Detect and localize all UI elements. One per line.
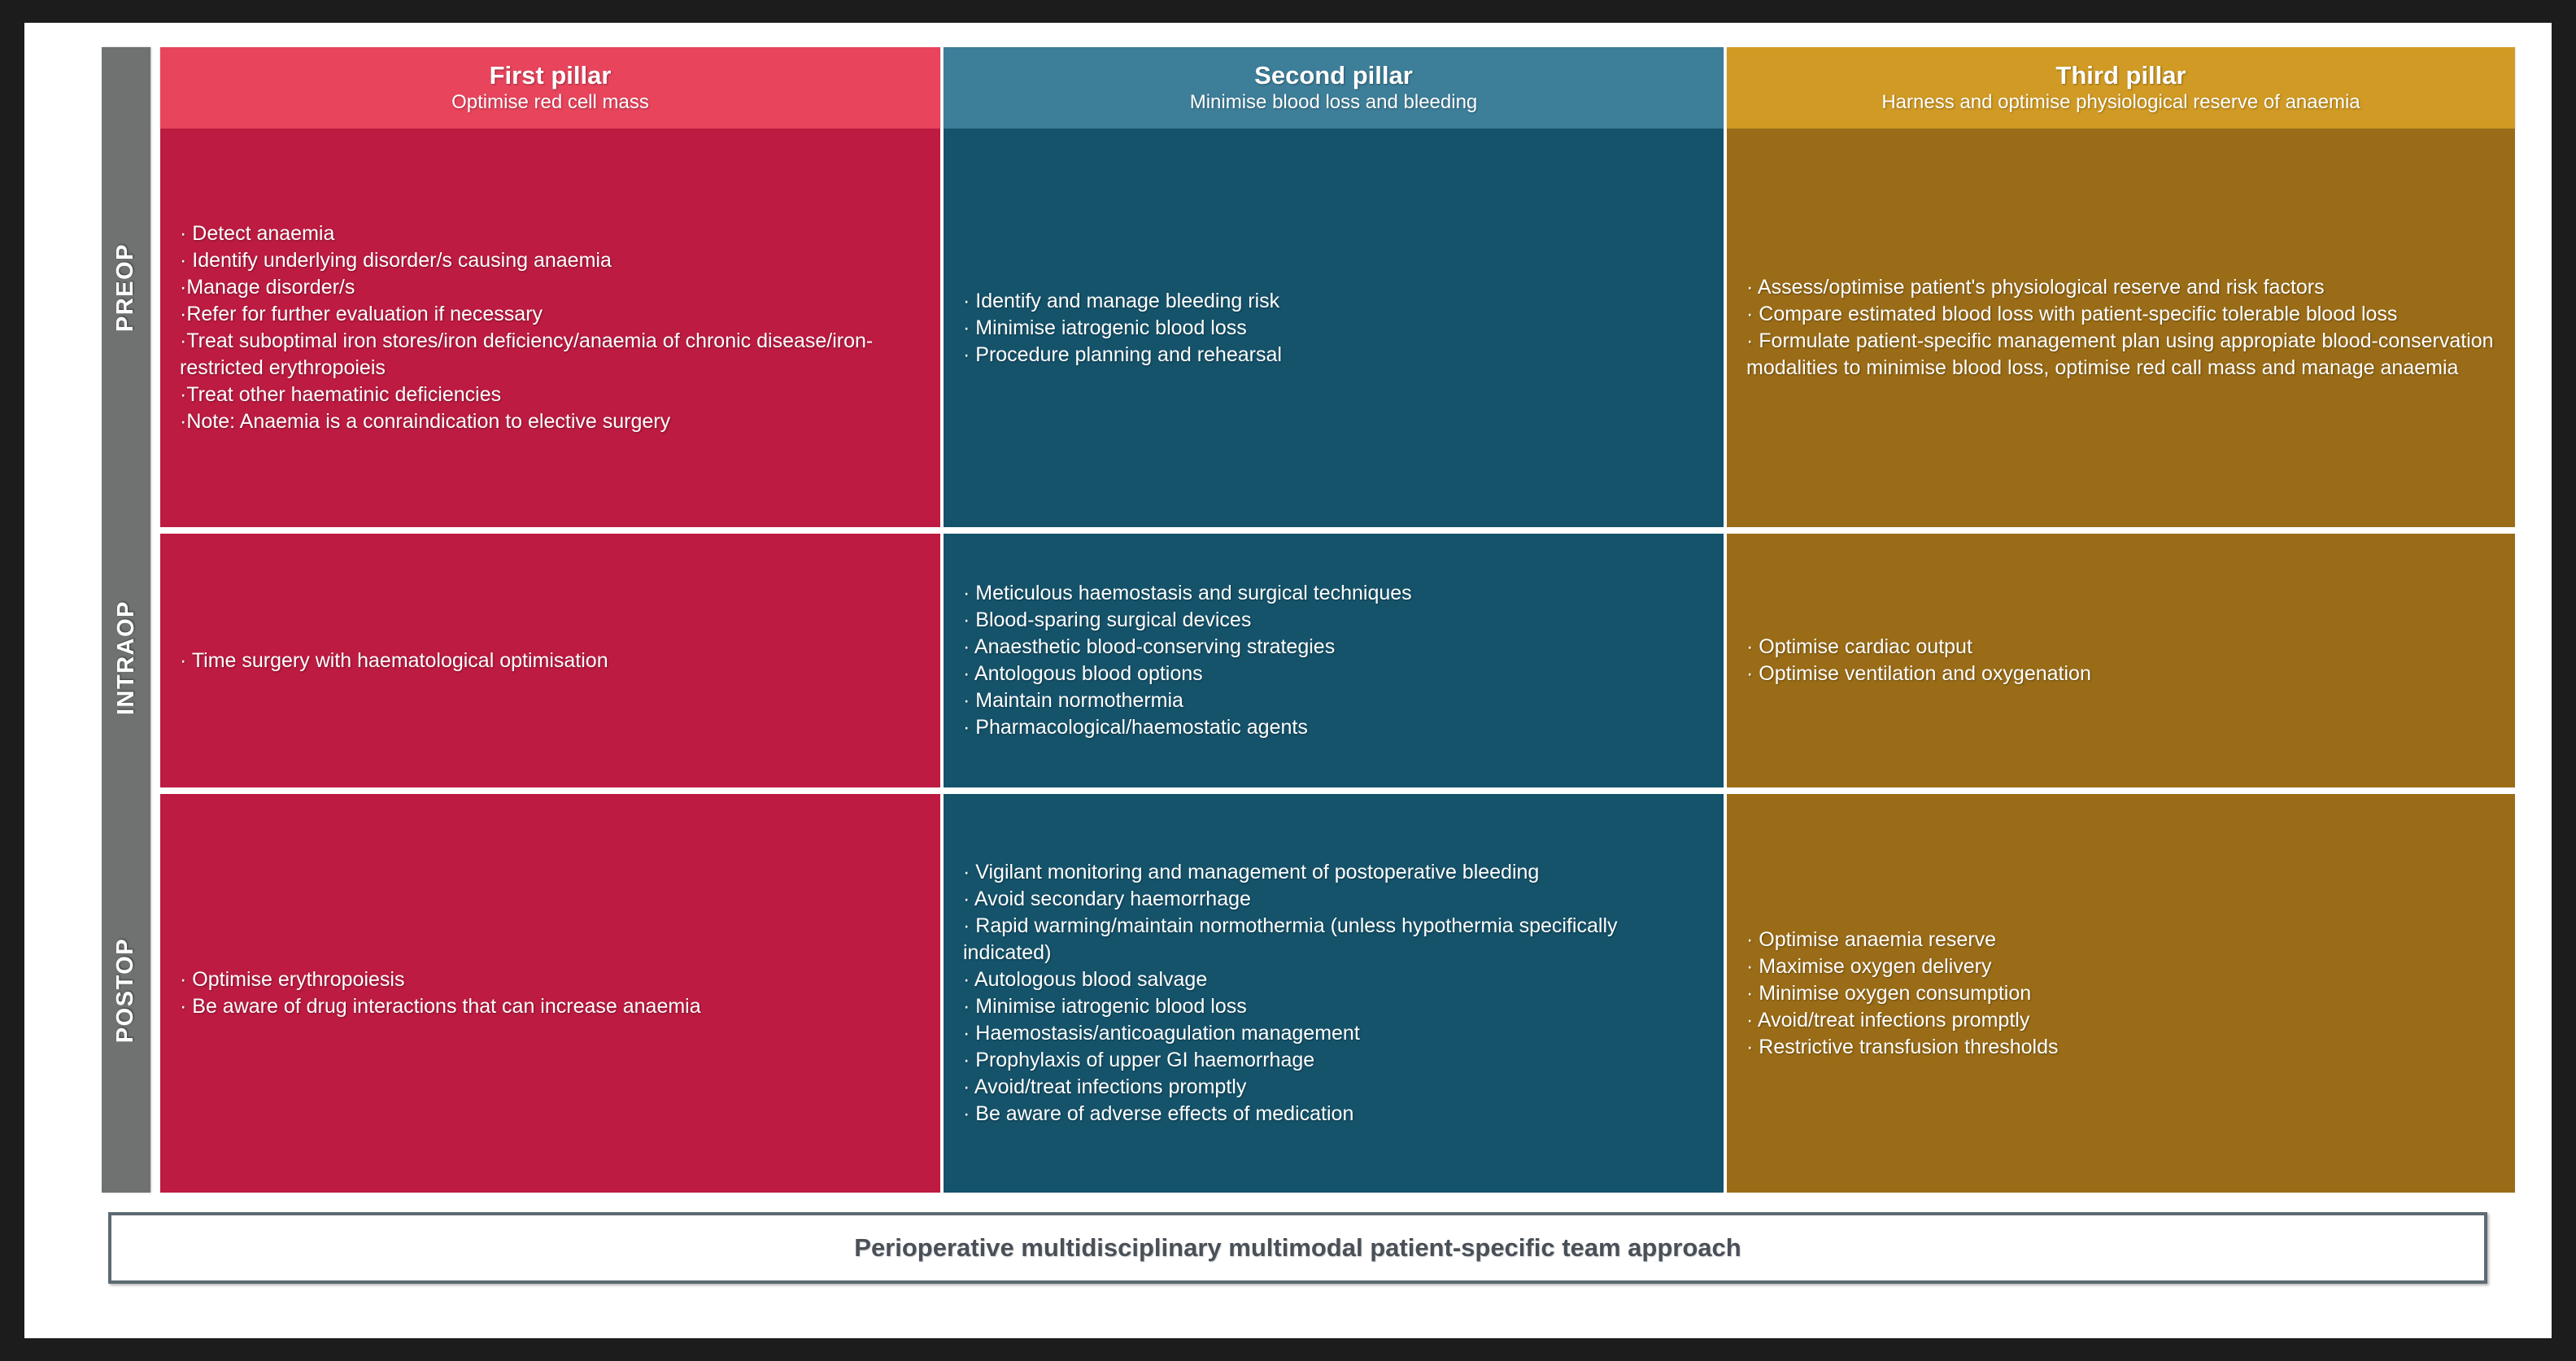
list-item: · Avoid/treat infections promptly [1746,1008,2030,1032]
list-second-intraop: · Meticulous haemostasis and surgical te… [963,580,1704,741]
list-item: · Optimise anaemia reserve [1746,927,1997,951]
cell-second-intraop: · Meticulous haemostasis and surgical te… [944,534,1724,787]
list-item: · Anaesthetic blood-conserving strategie… [963,635,1336,658]
list-item: · Be aware of drug interactions that can… [180,995,701,1018]
list-item: · Be aware of adverse effects of medicat… [963,1102,1354,1125]
pillar-column-third: Third pillar Harness and optimise physio… [1727,47,2515,1193]
row-separator-preop-intraop [944,527,1724,534]
phase-label-preop-text: PREOP [112,242,139,332]
phase-label-intraop: INTRAOP [102,527,150,787]
list-item: ·Manage disorder/s [180,276,355,299]
list-item: · Assess/optimise patient's physiologica… [1746,276,2325,299]
list-item: ·Treat other haematinic deficiencies [180,383,502,406]
list-item: · Prophylaxis of upper GI haemorrhage [963,1049,1315,1071]
list-item: · Time surgery with haematological optim… [180,648,608,672]
list-item: · Maintain normothermia [963,689,1183,712]
pillar-header-third: Third pillar Harness and optimise physio… [1727,47,2515,129]
cell-third-preop: · Assess/optimise patient's physiologica… [1727,129,2515,527]
list-item: · Maximise oxygen delivery [1746,954,1992,978]
list-item: · Rapid warming/maintain normothermia (u… [963,914,1618,964]
list-first-intraop: · Time surgery with haematological optim… [180,648,921,674]
list-first-preop: · Detect anaemia · Identify underlying d… [180,220,921,435]
row-separator-intraop-postop [1727,787,2515,794]
list-item: · Minimise iatrogenic blood loss [963,316,1247,339]
pillar-columns: First pillar Optimise red cell mass · De… [160,47,2515,1193]
list-item: · Optimise ventilation and oxygenation [1746,662,2091,685]
pillar-column-second: Second pillar Minimise blood loss and bl… [944,47,1724,1193]
phase-label-intraop-text: INTRAOP [112,600,139,715]
pillar-subtitle-first: Optimise red cell mass [451,91,649,114]
list-item: ·Treat suboptimal iron stores/iron defic… [180,329,874,379]
list-item: · Formulate patient-specific management … [1746,329,2494,379]
cell-second-preop: · Identify and manage bleeding risk · Mi… [944,129,1724,527]
team-approach-banner: Perioperative multidisciplinary multimod… [108,1212,2487,1284]
phase-label-preop: PREOP [102,47,150,527]
list-item: · Identify and manage bleeding risk [963,289,1280,312]
list-item: ·Note: Anaemia is a conraindication to e… [180,410,671,433]
list-item: · Optimise cardiac output [1746,635,1972,658]
pillar-header-first: First pillar Optimise red cell mass [160,47,940,129]
list-third-intraop: · Optimise cardiac output · Optimise ven… [1746,634,2495,687]
list-item: · Minimise oxygen consumption [1746,981,2032,1005]
pillar-title-first: First pillar [489,60,612,89]
row-separator-preop-intraop [1727,527,2515,534]
list-second-postop: · Vigilant monitoring and management of … [963,859,1704,1128]
list-item: · Procedure planning and rehearsal [963,342,1282,366]
cell-first-preop: · Detect anaemia · Identify underlying d… [160,129,940,527]
list-item: ·Refer for further evaluation if necessa… [180,303,543,325]
list-item: · Haemostasis/anticoagulation management [963,1022,1360,1045]
list-item: · Pharmacological/haemostatic agents [963,716,1308,739]
pillar-header-second: Second pillar Minimise blood loss and bl… [944,47,1724,129]
pillar-column-first: First pillar Optimise red cell mass · De… [160,47,940,1193]
cell-first-postop: · Optimise erythropoiesis · Be aware of … [160,794,940,1193]
row-separator-intraop-postop [160,787,940,794]
list-third-preop: · Assess/optimise patient's physiologica… [1746,274,2495,382]
page-canvas: PREOP INTRAOP POSTOP First pillar Optimi… [24,23,2552,1338]
list-item: · Optimise erythropoiesis [180,968,405,991]
list-first-postop: · Optimise erythropoiesis · Be aware of … [180,966,921,1020]
cell-third-postop: · Optimise anaemia reserve · Maximise ox… [1727,794,2515,1193]
list-second-preop: · Identify and manage bleeding risk · Mi… [963,288,1704,369]
pillar-subtitle-third: Harness and optimise physiological reser… [1881,91,2360,114]
list-item: · Avoid/treat infections promptly [963,1075,1247,1098]
list-item: · Identify underlying disorder/s causing… [180,249,612,272]
phase-label-postop-text: POSTOP [112,937,139,1043]
list-item: · Autologous blood salvage [963,968,1208,991]
list-item: · Blood-sparing surgical devices [963,609,1252,631]
list-item: · Meticulous haemostasis and surgical te… [963,582,1412,604]
row-separator-intraop-postop [944,787,1724,794]
pbm-pillars-grid: PREOP INTRAOP POSTOP First pillar Optimi… [102,47,2515,1193]
phase-rail: PREOP INTRAOP POSTOP [102,47,150,1193]
list-item: · Detect anaemia [180,222,335,245]
list-item: · Compare estimated blood loss with pati… [1746,303,2398,325]
list-third-postop: · Optimise anaemia reserve · Maximise ox… [1746,927,2495,1061]
list-item: · Vigilant monitoring and management of … [963,861,1540,883]
pillar-subtitle-second: Minimise blood loss and bleeding [1189,91,1478,114]
list-item: · Restrictive transfusion thresholds [1746,1035,2059,1058]
cell-first-intraop: · Time surgery with haematological optim… [160,534,940,787]
list-item: · Avoid secondary haemorrhage [963,888,1251,910]
list-item: · Antologous blood options [963,662,1203,685]
cell-second-postop: · Vigilant monitoring and management of … [944,794,1724,1193]
phase-label-postop: POSTOP [102,787,150,1193]
pillar-title-third: Third pillar [2055,60,2186,89]
row-separator-preop-intraop [160,527,940,534]
list-item: · Minimise iatrogenic blood loss [963,995,1247,1018]
team-approach-banner-text: Perioperative multidisciplinary multimod… [854,1233,1741,1262]
pillar-title-second: Second pillar [1254,60,1413,89]
cell-third-intraop: · Optimise cardiac output · Optimise ven… [1727,534,2515,787]
